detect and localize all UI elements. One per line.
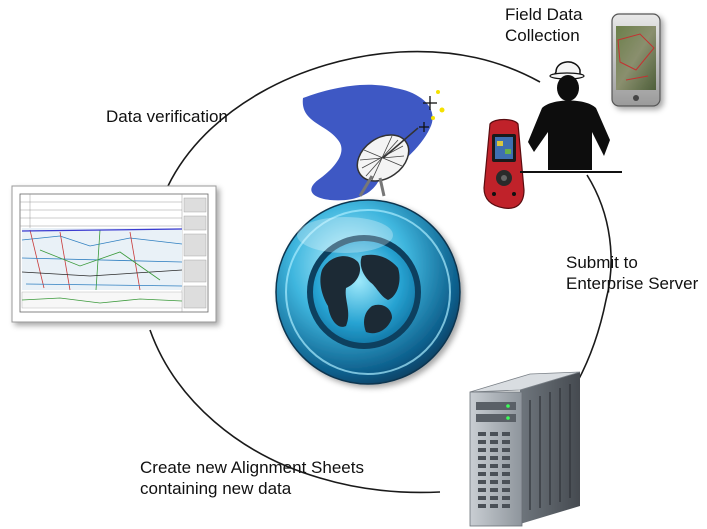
gps-handheld-icon [483, 118, 525, 209]
label-create-line-2: containing new data [140, 479, 292, 498]
satellite-dish-icon [302, 84, 445, 201]
cycle-arc-top [167, 50, 541, 187]
cycle-arc-bottom [149, 329, 441, 494]
globe-icon [275, 199, 461, 385]
server-tower-icon [469, 371, 581, 527]
label-create-alignment-sheets: Create new Alignment Sheets containing n… [140, 457, 364, 499]
label-data-verification: Data verification [106, 107, 228, 126]
field-worker-icon [520, 61, 622, 173]
cycle-arc-right [573, 174, 612, 389]
label-field-data-line-1: Field Data [505, 5, 583, 24]
label-submit-line-1: Submit to [566, 253, 638, 272]
alignment-sheet-icon [11, 185, 217, 323]
label-create-line-1: Create new Alignment Sheets [140, 458, 364, 477]
cycle-arrows [149, 50, 612, 494]
label-submit-to-server: Submit to Enterprise Server [566, 252, 698, 294]
label-field-data-line-2: Collection [505, 26, 580, 45]
label-submit-line-2: Enterprise Server [566, 274, 699, 293]
smartphone-icon [611, 13, 661, 107]
label-field-data-collection: Field Data Collection [505, 4, 582, 46]
